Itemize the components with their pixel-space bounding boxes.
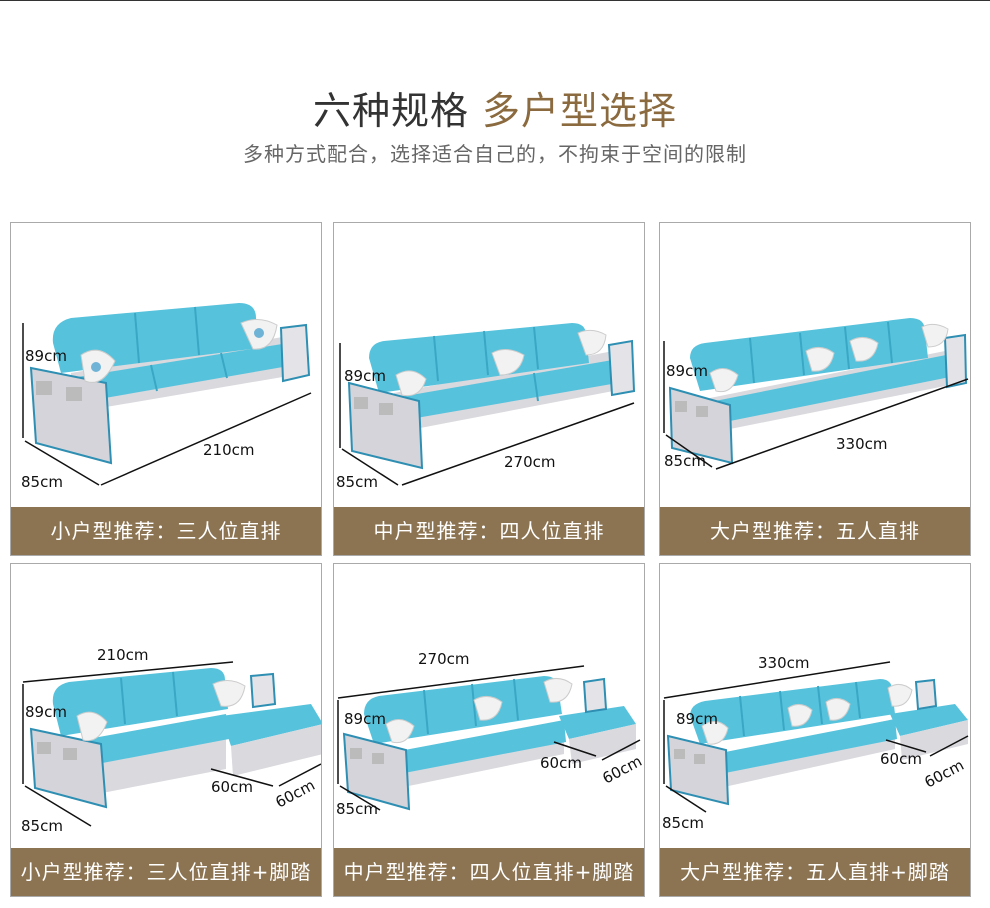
depth-label: 85cm [664, 452, 706, 470]
spec-card-4[interactable]: 210cm 89cm 85cm 60cm 60cm 小户型推荐：三人位直排+脚踏 [10, 563, 322, 897]
spec-card-3[interactable]: 89cm 85cm 330cm 大户型推荐：五人直排 [659, 222, 971, 556]
length-label: 270cm [418, 650, 470, 668]
sofa-image-5-seat: 89cm 85cm 330cm [663, 318, 969, 470]
card-caption: 小户型推荐：三人位直排+脚踏 [11, 848, 321, 896]
depth-label: 85cm [21, 817, 63, 835]
card-caption: 中户型推荐：四人位直排+脚踏 [334, 848, 644, 896]
length-label: 330cm [758, 654, 810, 672]
ottoman-width-line [885, 739, 927, 753]
length-line [22, 661, 234, 683]
sofa-image-4-seat-ottoman: 270cm 89cm 85cm 60cm 60cm [336, 650, 644, 818]
length-line [337, 665, 585, 699]
ottoman-depth-line [601, 739, 641, 761]
card-caption: 大户型推荐：五人直排 [660, 507, 970, 555]
depth-label: 85cm [336, 473, 378, 491]
spec-card-6[interactable]: 330cm 89cm 85cm 60cm 60cm 大户型推荐：五人直排+脚踏 [659, 563, 971, 897]
length-line [401, 402, 635, 486]
depth-line [24, 785, 92, 827]
length-label: 210cm [203, 441, 255, 459]
top-divider [0, 0, 990, 1]
title-main: 六种规格 [312, 89, 469, 133]
depth-label: 85cm [336, 800, 378, 818]
ottoman-width-line [210, 768, 274, 787]
depth-line [341, 448, 399, 486]
card-caption: 中户型推荐：四人位直排 [334, 507, 644, 555]
card-caption: 小户型推荐：三人位直排 [11, 507, 321, 555]
length-line [663, 661, 891, 699]
card-caption: 大户型推荐：五人直排+脚踏 [660, 848, 970, 896]
sofa-image-3-seat-ottoman: 210cm 89cm 85cm 60cm 60cm [21, 646, 321, 835]
ottoman-depth-line [278, 763, 321, 787]
depth-line [665, 434, 713, 468]
sofa-image-3-seat: 89cm 85cm 210cm [21, 303, 312, 491]
ottoman-depth-label: 60cm [272, 776, 317, 812]
ottoman-width-label: 60cm [211, 778, 253, 796]
sofa-image-4-seat: 89cm 85cm 270cm [336, 323, 636, 491]
height-label: 89cm [344, 710, 386, 728]
ottoman-width-line [553, 741, 597, 757]
ottoman-depth-label: 60cm [921, 756, 966, 792]
height-label: 89cm [676, 710, 718, 728]
ottoman-width-label: 60cm [540, 754, 582, 772]
depth-label: 85cm [21, 473, 63, 491]
height-label: 89cm [25, 703, 67, 721]
length-label: 270cm [504, 453, 556, 471]
page-title: 六种规格 多户型选择 [0, 80, 990, 135]
length-label: 210cm [97, 646, 149, 664]
height-label: 89cm [25, 347, 67, 365]
depth-line [665, 785, 707, 813]
sofa-image-5-seat-ottoman: 330cm 89cm 85cm 60cm 60cm [662, 654, 969, 832]
height-label: 89cm [666, 362, 708, 380]
length-label: 330cm [836, 435, 888, 453]
height-label: 89cm [344, 367, 386, 385]
depth-label: 85cm [662, 814, 704, 832]
page-subtitle: 多种方式配合，选择适合自己的，不拘束于空间的限制 [243, 142, 747, 166]
spec-card-5[interactable]: 270cm 89cm 85cm 60cm 60cm 中户型推荐：四人位直排+脚踏 [333, 563, 645, 897]
ottoman-width-label: 60cm [880, 750, 922, 768]
spec-card-2[interactable]: 89cm 85cm 270cm 中户型推荐：四人位直排 [333, 222, 645, 556]
ottoman-depth-line [929, 735, 969, 757]
length-line [100, 392, 312, 486]
depth-line [24, 440, 100, 486]
length-line [715, 378, 969, 470]
title-accent: 多户型选择 [482, 89, 678, 133]
spec-card-1[interactable]: 89cm 85cm 210cm 小户型推荐：三人位直排 [10, 222, 322, 556]
depth-line [339, 785, 381, 811]
